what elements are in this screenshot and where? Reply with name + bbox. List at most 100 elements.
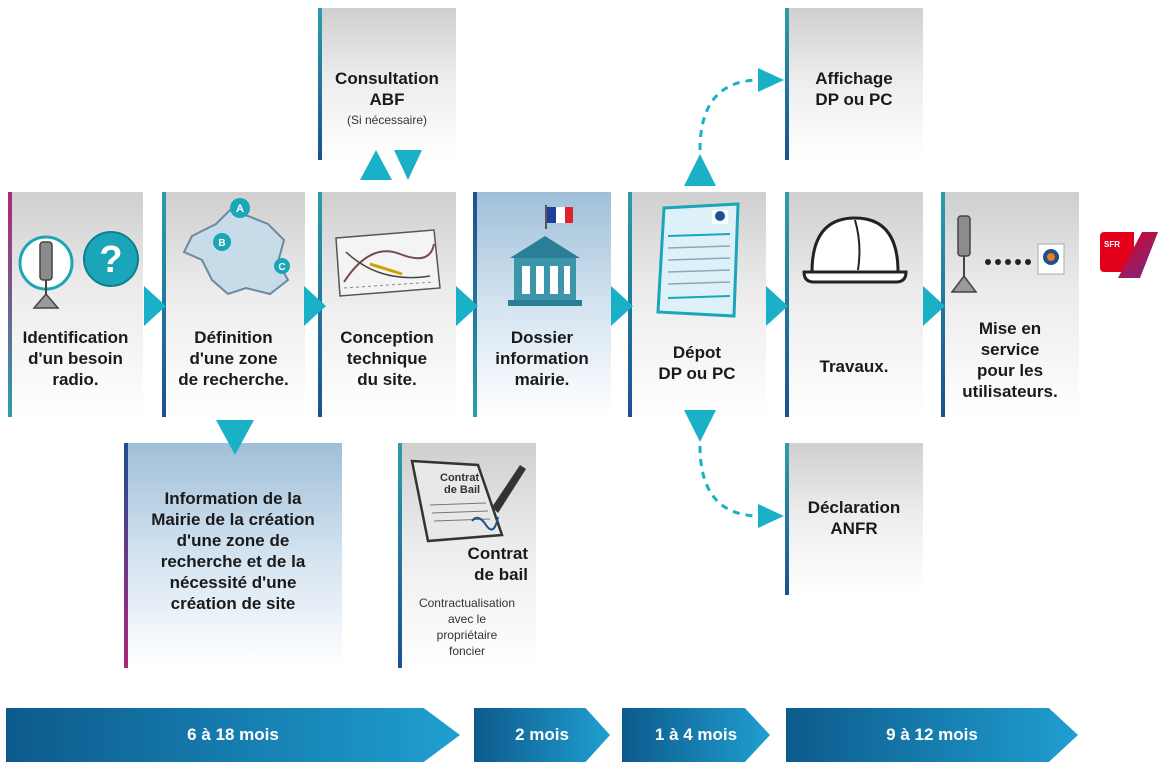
step-title: Définition d'une zone de recherche. — [162, 327, 305, 390]
title-line: Contrat — [467, 544, 528, 563]
timeline-segment-4: 9 à 12 mois — [786, 708, 1078, 762]
title-line: Travaux. — [819, 357, 889, 376]
title-line: DP ou PC — [815, 90, 893, 109]
step-definition: Définition d'une zone de recherche. — [162, 192, 305, 417]
flow-arrow — [684, 410, 716, 442]
title-line: radio. — [52, 370, 99, 389]
flow-arrow — [394, 150, 422, 180]
title-line: Déclaration — [807, 498, 901, 517]
dashed-connector — [698, 78, 761, 151]
title-line: Affichage — [815, 69, 893, 88]
blueprint-icon — [335, 229, 441, 297]
title-line: de bail — [474, 565, 528, 584]
title-line: Dépot — [672, 343, 722, 362]
timeline-label: 2 mois — [515, 725, 569, 744]
note-line: foncier — [448, 644, 486, 658]
form-document-icon — [656, 202, 740, 318]
step-accent-bar — [785, 8, 789, 160]
step-accent-bar — [124, 443, 128, 668]
step-title: Contrat de bail — [398, 543, 536, 585]
sfr-logo-text: SFR — [1104, 240, 1120, 249]
title-line: Mairie de la création — [151, 510, 315, 529]
timeline-label: 6 à 18 mois — [187, 725, 279, 744]
step-accent-bar — [785, 443, 789, 595]
step-title: Identification d'un besoin radio. — [8, 327, 143, 390]
step-title: Travaux. — [785, 356, 923, 377]
step-title: Consultation ABF — [318, 68, 456, 110]
flow-arrow — [923, 286, 945, 326]
step-note: Contractualisation avec le propriétaire … — [398, 595, 536, 659]
step-consultation-abf: Consultation ABF (Si nécessaire) — [318, 8, 456, 160]
antenna-connection-icon — [950, 215, 1065, 293]
title-line: recherche et de la — [160, 552, 306, 571]
step-title: Déclaration ANFR — [785, 497, 923, 539]
title-line: Consultation — [335, 69, 439, 88]
title-line: pour les — [976, 361, 1044, 380]
title-line: Dossier — [510, 328, 574, 347]
title-line: Information de la — [164, 489, 302, 508]
flow-arrow — [216, 420, 254, 455]
town-hall-icon — [508, 236, 582, 306]
flow-arrow — [766, 286, 788, 326]
note-line: propriétaire — [436, 628, 498, 642]
map-pin-b: B — [218, 238, 225, 249]
note-line: avec le — [447, 612, 487, 626]
title-line: d'une zone de — [176, 531, 290, 550]
title-line: d'un besoin — [28, 349, 123, 368]
france-map-icon: A B C — [182, 198, 290, 296]
hard-hat-icon — [802, 216, 908, 284]
timeline-label: 1 à 4 mois — [654, 725, 738, 744]
step-information-mairie: Information de la Mairie de la création … — [124, 443, 342, 668]
flow-arrow — [758, 504, 784, 528]
flow-arrow — [360, 150, 392, 180]
title-line: Définition — [194, 328, 273, 347]
title-line: technique — [346, 349, 428, 368]
map-pin-a: A — [236, 203, 244, 215]
step-title: Conception technique du site. — [318, 327, 456, 390]
step-title: Affichage DP ou PC — [785, 68, 923, 110]
svg-text:?: ? — [99, 239, 122, 281]
step-accent-bar — [785, 192, 789, 417]
step-affichage: Affichage DP ou PC — [785, 8, 923, 160]
dashed-connector — [698, 445, 761, 518]
title-line: mairie. — [514, 370, 570, 389]
timeline-label: 9 à 12 mois — [886, 725, 978, 744]
step-title: Dépot DP ou PC — [628, 342, 766, 384]
timeline-segment-2: 2 mois — [474, 708, 610, 762]
map-pin-c: C — [278, 262, 285, 273]
title-line: ABF — [369, 90, 405, 109]
contract-doc-line: Contrat — [440, 472, 479, 484]
title-line: Mise en — [978, 319, 1042, 338]
flow-arrow — [758, 68, 784, 92]
flow-arrow — [611, 286, 633, 326]
title-line: de recherche. — [178, 370, 289, 389]
title-line: utilisateurs. — [962, 382, 1058, 401]
step-title: Mise en service pour les utilisateurs. — [941, 318, 1079, 402]
step-title: Dossier information mairie. — [473, 327, 611, 390]
step-identification: Identification d'un besoin radio. — [8, 192, 143, 417]
title-line: création de site — [170, 594, 296, 613]
flow-arrow — [304, 286, 326, 326]
question-icon: ? — [83, 231, 139, 287]
note-line: Contractualisation — [418, 596, 516, 610]
sfr-logo: SFR — [1100, 232, 1168, 278]
timeline-segment-1: 6 à 18 mois — [6, 708, 460, 762]
title-line: service — [980, 340, 1040, 359]
flow-arrow — [456, 286, 478, 326]
flow-arrow — [144, 286, 166, 326]
title-line: nécessité d'une — [169, 573, 297, 592]
step-title: Information de la Mairie de la création … — [124, 488, 342, 614]
title-line: Conception — [340, 328, 434, 347]
title-line: d'une zone — [189, 349, 278, 368]
contract-icon: Contrat de Bail — [410, 459, 526, 543]
flow-arrow — [684, 154, 716, 186]
title-line: ANFR — [830, 519, 878, 538]
step-accent-bar — [318, 8, 322, 160]
title-line: Identification — [22, 328, 129, 347]
title-line: DP ou PC — [658, 364, 736, 383]
step-accent-bar — [398, 443, 402, 668]
step-note: (Si nécessaire) — [346, 113, 428, 127]
contract-doc-line: de Bail — [444, 484, 480, 496]
french-flag-icon — [545, 205, 573, 229]
